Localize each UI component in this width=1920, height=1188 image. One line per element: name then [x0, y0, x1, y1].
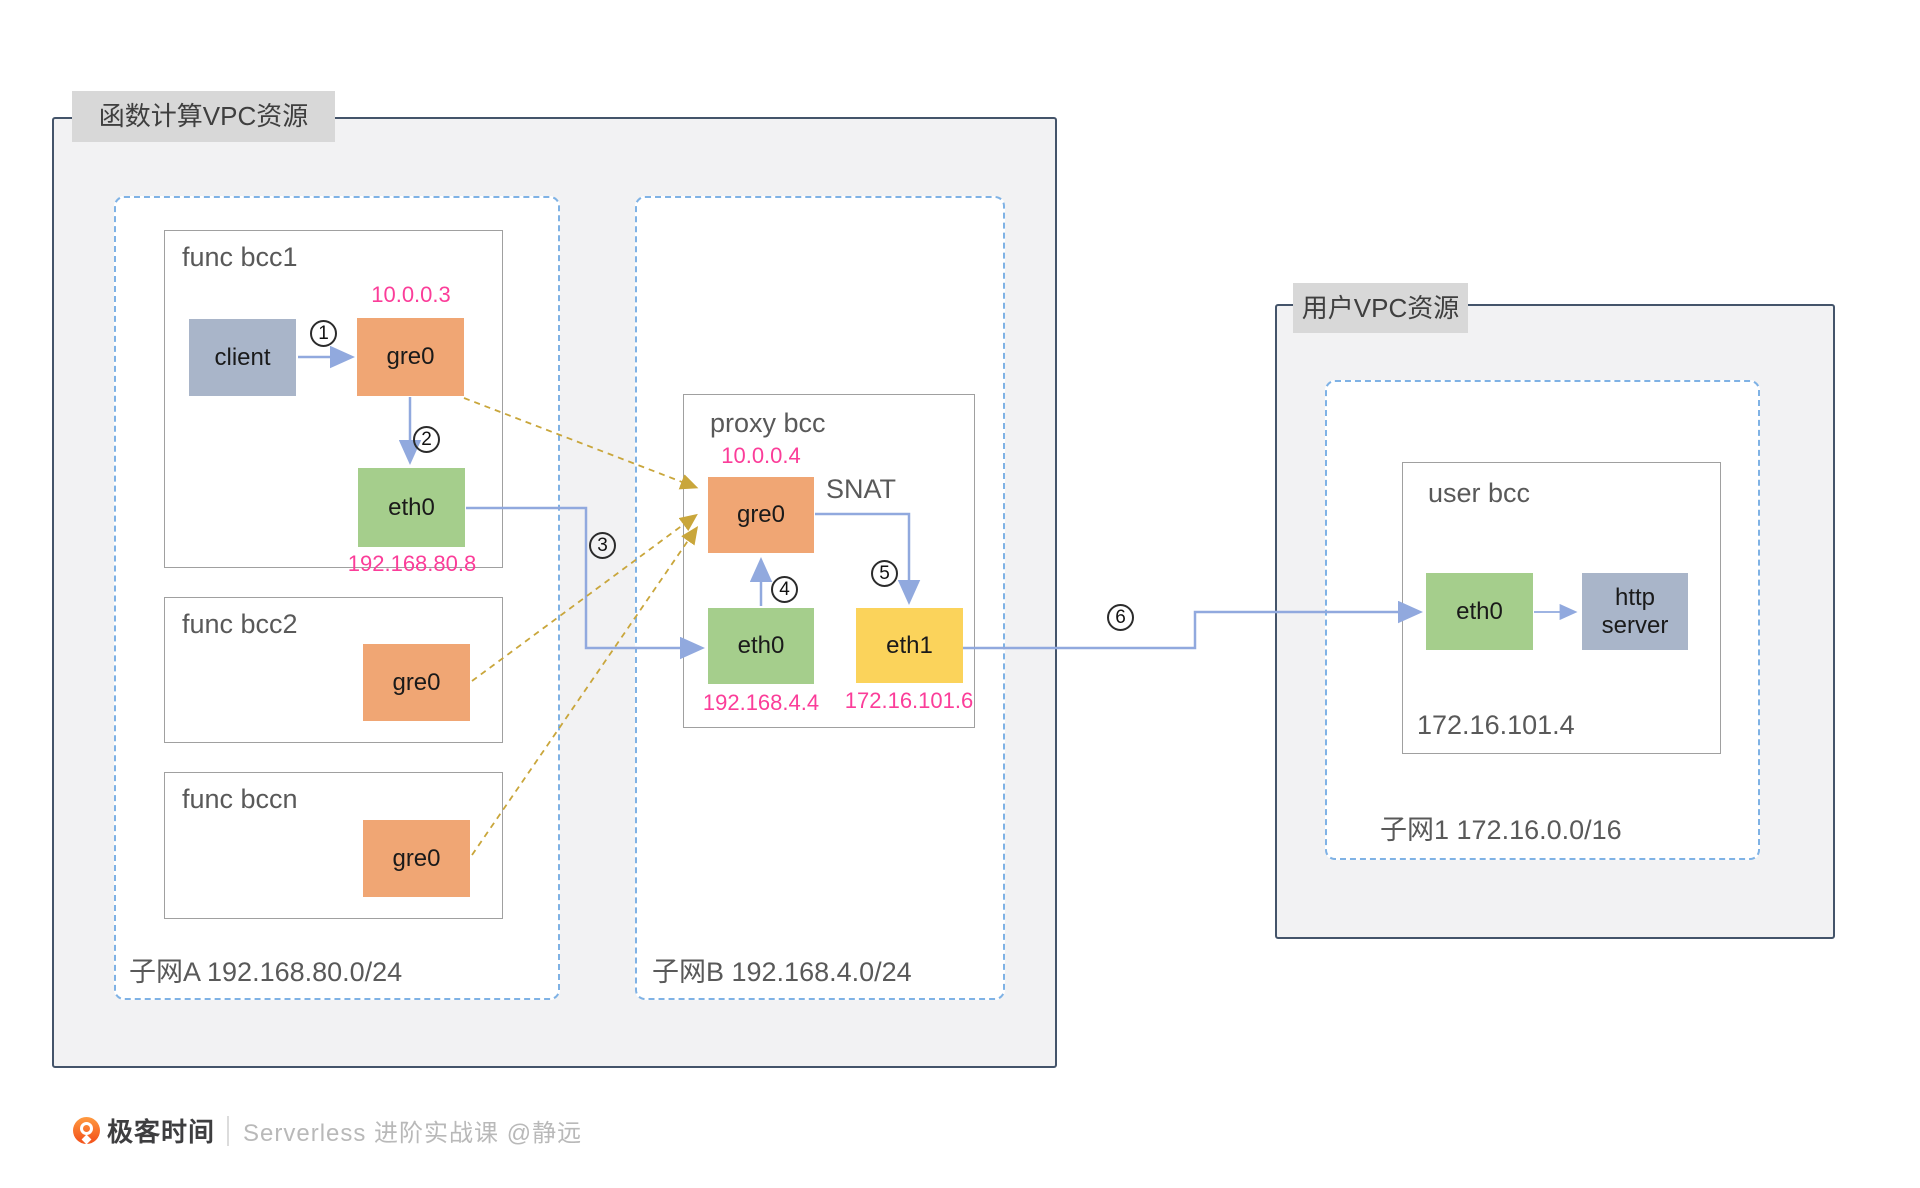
footer-course-title: Serverless 进阶实战课 @静远 [243, 1120, 583, 1147]
eth0-node-bcc1: eth0 [358, 468, 465, 547]
snat-label: SNAT [826, 474, 897, 504]
step-circle-1: 1 [310, 320, 337, 347]
gre0-node-bcc2: gre0 [363, 644, 470, 721]
eth0-node-user: eth0 [1426, 573, 1533, 650]
eth0-node-proxy: eth0 [708, 608, 814, 684]
eth0-proxy-ip: 192.168.4.4 [702, 690, 820, 715]
gre0-bcc1-ip: 10.0.0.3 [371, 282, 451, 307]
user-vpc-label: 用户VPC资源 [1293, 283, 1468, 333]
gre0-node-bcc1: gre0 [357, 318, 464, 396]
subnet-1-label: 子网1 172.16.0.0/16 [1380, 815, 1622, 845]
geektime-logo-icon [73, 1117, 100, 1145]
step-circle-6: 6 [1107, 604, 1134, 631]
func-bccn-title: func bccn [182, 784, 298, 814]
footer-brand: 极客时间 [107, 1117, 216, 1147]
eth1-proxy-ip: 172.16.101.6 [844, 688, 974, 713]
subnet-b-label: 子网B 192.168.4.0/24 [652, 957, 912, 987]
function-vpc-label: 函数计算VPC资源 [72, 91, 335, 142]
step-circle-3: 3 [589, 532, 616, 559]
user-bcc-title: user bcc [1428, 478, 1531, 508]
client-node: client [189, 319, 296, 396]
user-bcc-ip: 172.16.101.4 [1417, 710, 1575, 740]
gre0-proxy-ip: 10.0.0.4 [721, 443, 801, 468]
eth0-bcc1-ip: 192.168.80.8 [347, 551, 477, 576]
step-circle-5: 5 [871, 560, 898, 587]
footer-divider [227, 1115, 230, 1146]
gre0-node-proxy: gre0 [708, 477, 814, 553]
step-circle-2: 2 [413, 426, 440, 453]
func-bcc2-title: func bcc2 [182, 609, 298, 639]
func-bcc1-title: func bcc1 [182, 242, 298, 272]
eth1-node-proxy: eth1 [856, 608, 963, 683]
footer: 极客时间 Serverless 进阶实战课 @静远 [73, 1112, 582, 1149]
http-server-node: http server [1582, 573, 1688, 650]
gre0-node-bccn: gre0 [363, 820, 470, 897]
proxy-bcc-title: proxy bcc [710, 408, 826, 438]
step-circle-4: 4 [771, 576, 798, 603]
subnet-a-label: 子网A 192.168.80.0/24 [129, 957, 403, 987]
